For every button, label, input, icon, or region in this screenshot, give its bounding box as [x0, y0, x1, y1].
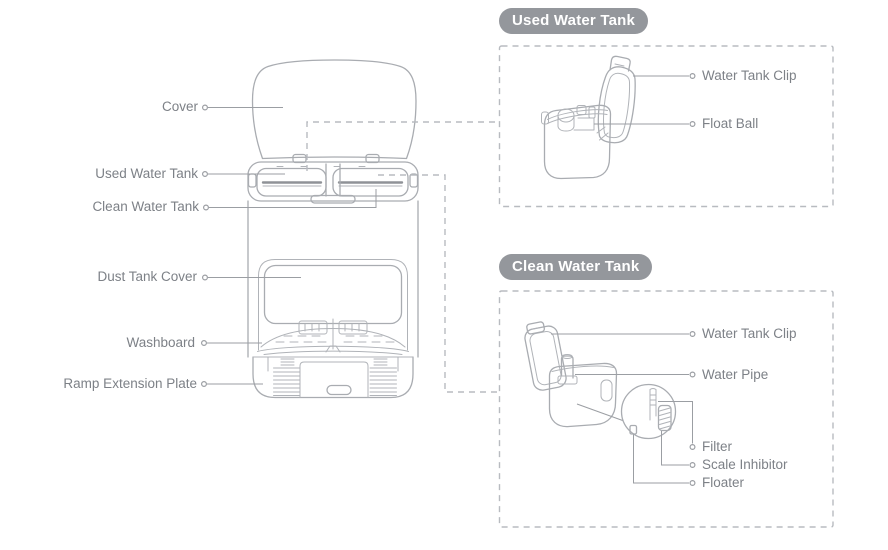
label-water-pipe: Water Pipe — [702, 366, 769, 382]
label-floater: Floater — [702, 475, 745, 490]
label-used-water-tank: Used Water Tank — [95, 166, 198, 181]
used-tank-clip-drawing — [609, 55, 631, 72]
leader-lines — [201, 72, 696, 487]
label-clean-water-tank-clip: Water Tank Clip — [702, 326, 797, 341]
label-dust-tank-cover: Dust Tank Cover — [97, 269, 197, 284]
clean-water-tank-badge: Clean Water Tank — [499, 254, 653, 280]
used-tank-panel-frame — [498, 45, 834, 208]
station-body-sides — [247, 200, 419, 358]
label-ramp-extension-plate: Ramp Extension Plate — [63, 376, 197, 391]
label-filter: Filter — [702, 439, 732, 454]
clean-tank-panel-frame — [498, 290, 834, 528]
label-clean-water-tank: Clean Water Tank — [92, 199, 199, 214]
clean-tank-water-pipe-drawing — [557, 354, 578, 385]
station-washboard-drawing — [257, 318, 409, 355]
clean-tank-connector-line — [378, 174, 498, 393]
station-ramp-extension-plate-drawing — [252, 356, 414, 399]
clean-tank-clip-drawing — [526, 321, 546, 335]
station-cover-drawing — [251, 59, 417, 160]
clean-tank-filter-drawing — [649, 388, 657, 421]
clean-tank-scale-inhibitor-drawing — [657, 404, 672, 432]
label-scale-inhibitor: Scale Inhibitor — [702, 457, 788, 472]
label-cover: Cover — [161, 99, 198, 114]
used-water-tank-badge: Used Water Tank — [499, 8, 649, 34]
station-tank-assembly-drawing — [247, 153, 419, 204]
used-tank-illustration — [541, 55, 636, 180]
station-illustration — [247, 59, 419, 399]
label-used-water-tank-clip: Water Tank Clip — [702, 68, 797, 83]
label-float-ball: Float Ball — [702, 116, 759, 131]
used-tank-connector-line — [306, 121, 498, 171]
clean-tank-illustration — [524, 321, 677, 440]
clean-tank-floater-drawing — [629, 424, 638, 435]
label-washboard: Washboard — [126, 335, 195, 350]
